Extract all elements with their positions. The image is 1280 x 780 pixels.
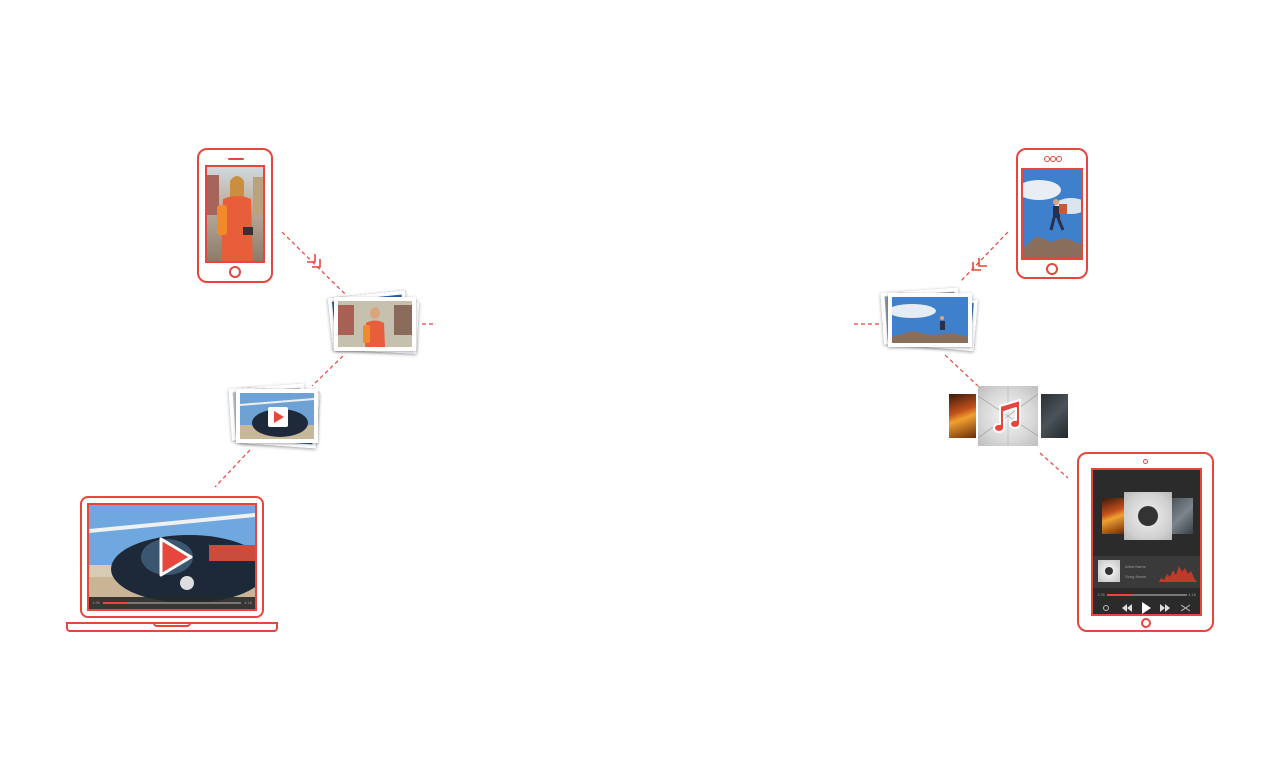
laptop-progress-fill xyxy=(103,602,128,604)
fast-forward-icon[interactable] xyxy=(1160,604,1170,612)
hiker-photo xyxy=(1023,170,1081,258)
laptop-video-player: 1:26 4:16 xyxy=(87,503,257,611)
tablet-progress-track[interactable] xyxy=(1107,594,1187,596)
photo-stack-front xyxy=(334,297,416,351)
connector-phone-to-photos-right xyxy=(959,231,1009,283)
video-stack-front xyxy=(236,389,318,443)
laptop-player-bar: 1:26 4:16 xyxy=(89,597,255,609)
now-playing-thumb xyxy=(1098,560,1120,582)
connector-music-to-tablet xyxy=(1039,452,1069,479)
camera-dots xyxy=(1044,156,1062,162)
equalizer-visual xyxy=(1159,566,1197,582)
photo-stack-front xyxy=(888,293,972,347)
helicopter-video-frame xyxy=(89,505,255,609)
connector-phone-to-photos xyxy=(281,231,346,295)
hiker-thumbnail xyxy=(892,297,968,343)
play-icon xyxy=(268,407,288,427)
artist-name: Artist Name xyxy=(1125,564,1146,569)
tablet-controls xyxy=(1093,602,1200,614)
tablet-album-right xyxy=(1171,498,1193,534)
arrow-chevron-icon xyxy=(307,254,321,268)
laptop: 1:26 4:16 xyxy=(80,496,264,618)
tablet-time-right: 4:16 xyxy=(1188,592,1196,597)
play-icon[interactable] xyxy=(157,537,193,577)
tablet-album-center xyxy=(1124,492,1172,540)
phone-screen-photo xyxy=(205,165,265,263)
laptop-progress-track[interactable] xyxy=(103,602,241,604)
album-cover-main xyxy=(977,386,1039,446)
connector-video-to-laptop xyxy=(214,449,251,488)
laptop-time-left: 1:26 xyxy=(92,600,100,605)
traveler-photo xyxy=(207,175,263,261)
shuffle-icon[interactable] xyxy=(1181,604,1190,612)
phone-screen-photo xyxy=(1021,168,1083,260)
front-camera xyxy=(1143,459,1148,464)
home-button xyxy=(1046,263,1058,275)
home-button xyxy=(1141,618,1151,628)
tablet-album-left xyxy=(1102,498,1124,534)
album-cover-dark xyxy=(1041,394,1068,438)
left-phone xyxy=(197,148,273,283)
tablet-now-playing: Artist Name Song Name xyxy=(1093,556,1200,588)
disc-icon xyxy=(1138,506,1158,526)
laptop-time-right: 4:16 xyxy=(244,600,252,605)
traveler-thumbnail xyxy=(338,301,412,347)
song-name: Song Name xyxy=(1125,574,1147,579)
home-button xyxy=(229,266,241,278)
tablet-music-player: Artist Name Song Name 1:26 4:16 xyxy=(1091,468,1202,616)
rewind-icon[interactable] xyxy=(1122,604,1132,612)
repeat-icon[interactable] xyxy=(1102,604,1110,612)
play-icon[interactable] xyxy=(1141,602,1151,614)
right-phone xyxy=(1016,148,1088,279)
speaker-slot xyxy=(228,158,244,160)
laptop-base xyxy=(66,622,278,632)
laptop-notch xyxy=(153,622,191,627)
arrow-chevron-icon xyxy=(972,258,987,271)
connector-photos-to-video xyxy=(311,355,344,387)
tablet-time-left: 1:26 xyxy=(1097,592,1105,597)
album-cover-fire xyxy=(949,394,976,438)
tablet: Artist Name Song Name 1:26 4:16 xyxy=(1077,452,1214,632)
tablet-progress-fill xyxy=(1107,594,1131,596)
connector-photos-to-music xyxy=(944,354,979,387)
music-icon xyxy=(977,386,1039,446)
